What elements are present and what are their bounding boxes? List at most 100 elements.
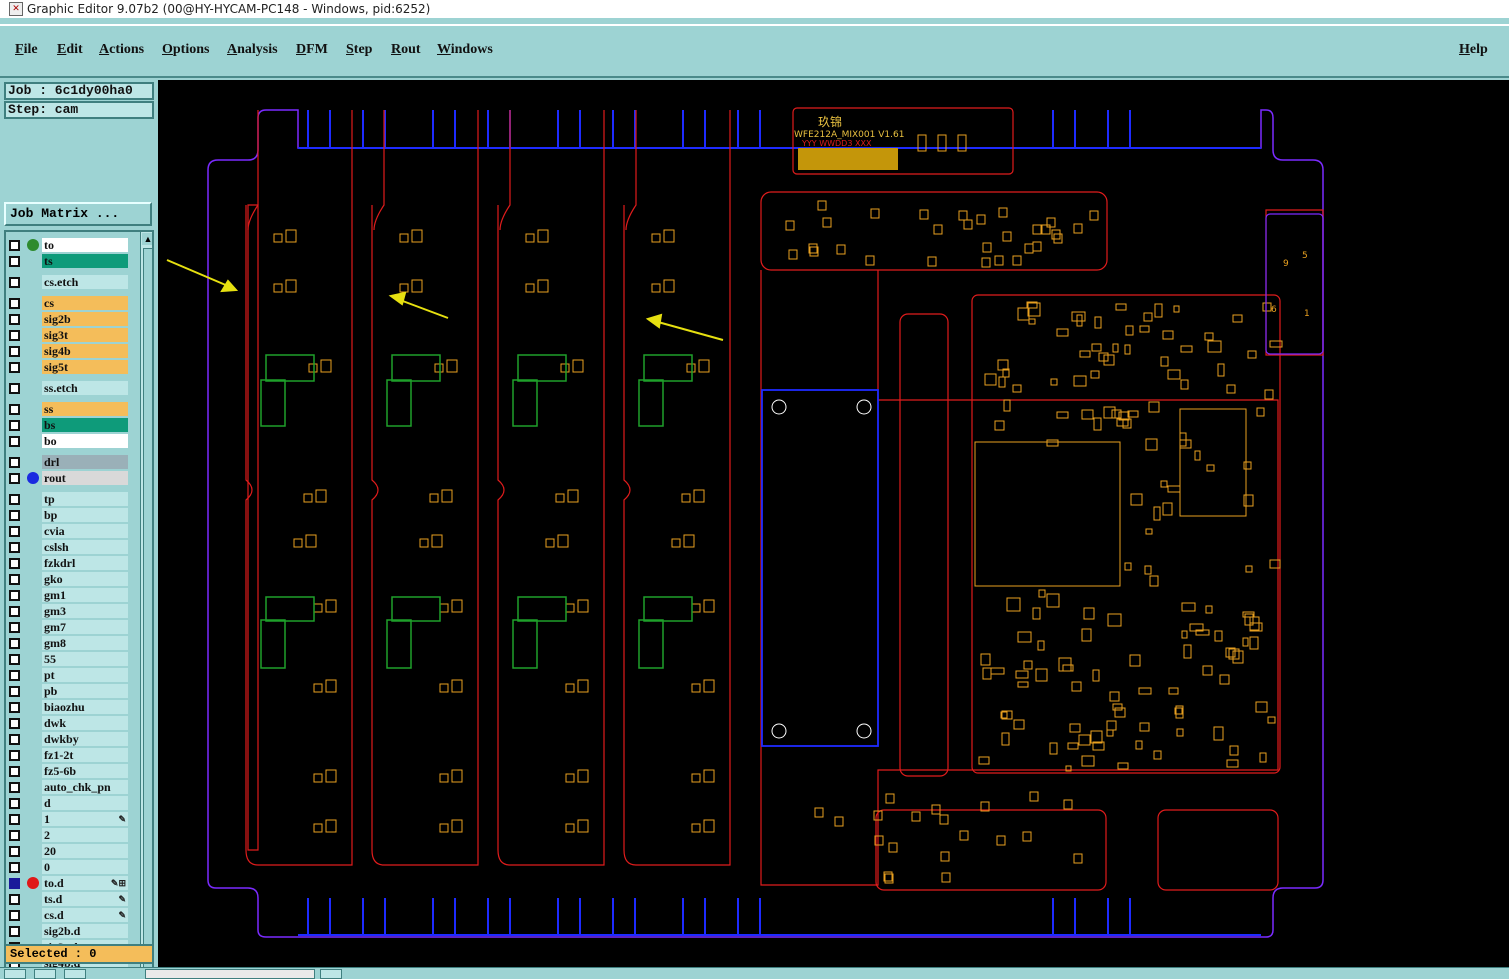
layer-name[interactable]: ss — [42, 402, 128, 416]
layer-checkbox[interactable] — [9, 606, 20, 617]
layer-checkbox[interactable] — [9, 622, 20, 633]
layer-name[interactable]: auto_chk_pn — [42, 780, 128, 794]
layer-checkbox[interactable] — [9, 330, 20, 341]
layer-checkbox[interactable] — [9, 734, 20, 745]
status-button[interactable] — [64, 969, 86, 979]
layer-name[interactable]: drl — [42, 455, 128, 469]
layer-checkbox[interactable] — [9, 782, 20, 793]
layer-row-pt[interactable]: pt — [6, 667, 134, 683]
menu-actions[interactable]: Actions — [99, 42, 145, 57]
layer-checkbox[interactable] — [9, 814, 20, 825]
layer-name[interactable]: to — [42, 238, 128, 252]
layer-checkbox[interactable] — [9, 686, 20, 697]
layer-checkbox[interactable] — [9, 862, 20, 873]
graphics-canvas[interactable]: 玖锦 WFE212A_MIX001 V1.61 YYY WWDD3 XXX 9 … — [158, 80, 1509, 967]
status-button[interactable] — [34, 969, 56, 979]
command-input[interactable] — [145, 969, 315, 979]
layer-checkbox[interactable] — [9, 510, 20, 521]
layer-row-dwkby[interactable]: dwkby — [6, 731, 134, 747]
status-button[interactable] — [4, 969, 26, 979]
job-matrix-button[interactable]: Job Matrix ... — [4, 202, 152, 226]
layer-row-auto_chk_pn[interactable]: auto_chk_pn — [6, 779, 134, 795]
layer-checkbox[interactable] — [9, 457, 20, 468]
layer-row-gm7[interactable]: gm7 — [6, 619, 134, 635]
layer-name[interactable]: sig3t — [42, 328, 128, 342]
layer-row-cvia[interactable]: cvia — [6, 523, 134, 539]
layer-name[interactable]: bo — [42, 434, 128, 448]
layer-name[interactable]: cslsh — [42, 540, 128, 554]
layer-checkbox[interactable] — [9, 766, 20, 777]
layer-row-fzkdrl[interactable]: fzkdrl — [6, 555, 134, 571]
layer-checkbox[interactable] — [9, 718, 20, 729]
scroll-thumb[interactable] — [143, 248, 152, 979]
layer-checkbox[interactable] — [9, 314, 20, 325]
layer-name[interactable]: cs.etch — [42, 275, 128, 289]
scroll-up-arrow-icon[interactable]: ▲ — [142, 233, 153, 245]
layer-row-to.d[interactable]: to.d✎⊞ — [6, 875, 134, 891]
layer-row-tp[interactable]: tp — [6, 491, 134, 507]
layer-row-dwk[interactable]: dwk — [6, 715, 134, 731]
menu-edit[interactable]: Edit — [57, 42, 83, 57]
layer-row-ts.d[interactable]: ts.d✎ — [6, 891, 134, 907]
layer-name[interactable]: cs — [42, 296, 128, 310]
layer-name[interactable]: dwkby — [42, 732, 128, 746]
layer-row-bp[interactable]: bp — [6, 507, 134, 523]
layer-name[interactable]: 0 — [42, 860, 128, 874]
layer-row-ss.etch[interactable]: ss.etch — [6, 380, 134, 396]
layer-name[interactable]: 1✎ — [42, 812, 128, 826]
layer-checkbox[interactable] — [9, 574, 20, 585]
layer-name[interactable]: tp — [42, 492, 128, 506]
layer-row-0[interactable]: 0 — [6, 859, 134, 875]
layer-row-cs.etch[interactable]: cs.etch — [6, 274, 134, 290]
layer-checkbox[interactable] — [9, 638, 20, 649]
layer-checkbox[interactable] — [9, 846, 20, 857]
layer-checkbox[interactable] — [9, 926, 20, 937]
layer-name[interactable]: fz5-6b — [42, 764, 128, 778]
layer-checkbox[interactable] — [9, 383, 20, 394]
layer-row-55[interactable]: 55 — [6, 651, 134, 667]
layer-checkbox[interactable] — [9, 830, 20, 841]
layer-checkbox[interactable] — [9, 670, 20, 681]
layer-checkbox[interactable] — [9, 910, 20, 921]
layer-checkbox[interactable] — [9, 420, 20, 431]
layer-checkbox[interactable] — [9, 590, 20, 601]
layer-checkbox[interactable] — [9, 362, 20, 373]
layer-row-gm8[interactable]: gm8 — [6, 635, 134, 651]
layer-checkbox[interactable] — [9, 346, 20, 357]
layer-row-20[interactable]: 20 — [6, 843, 134, 859]
layer-row-cs.d[interactable]: cs.d✎ — [6, 907, 134, 923]
layer-checkbox[interactable] — [9, 298, 20, 309]
layer-name[interactable]: sig2b — [42, 312, 128, 326]
layer-row-sig4b[interactable]: sig4b — [6, 343, 134, 359]
layer-checkbox[interactable] — [9, 256, 20, 267]
layer-name[interactable]: 20 — [42, 844, 128, 858]
layer-row-gko[interactable]: gko — [6, 571, 134, 587]
layer-row-cslsh[interactable]: cslsh — [6, 539, 134, 555]
layer-name[interactable]: sig2b.d — [42, 924, 128, 938]
layer-name[interactable]: ts.d✎ — [42, 892, 128, 906]
layer-checkbox[interactable] — [9, 654, 20, 665]
layer-name[interactable]: sig5t — [42, 360, 128, 374]
layer-checkbox[interactable] — [9, 702, 20, 713]
layer-checkbox[interactable] — [9, 494, 20, 505]
menu-analysis[interactable]: Analysis — [227, 42, 278, 57]
layer-row-sig3t[interactable]: sig3t — [6, 327, 134, 343]
layer-name[interactable]: gm8 — [42, 636, 128, 650]
layer-checkbox[interactable] — [9, 542, 20, 553]
layer-name[interactable]: bp — [42, 508, 128, 522]
layer-checkbox[interactable] — [9, 473, 20, 484]
menu-windows[interactable]: Windows — [437, 42, 493, 57]
layer-row-pb[interactable]: pb — [6, 683, 134, 699]
layer-row-cs[interactable]: cs — [6, 295, 134, 311]
menu-file[interactable]: File — [15, 42, 38, 57]
layer-row-ss[interactable]: ss — [6, 401, 134, 417]
layer-row-gm3[interactable]: gm3 — [6, 603, 134, 619]
layer-name[interactable]: fz1-2t — [42, 748, 128, 762]
layer-row-fz5-6b[interactable]: fz5-6b — [6, 763, 134, 779]
layer-name[interactable]: pb — [42, 684, 128, 698]
layer-name[interactable]: bs — [42, 418, 128, 432]
layer-name[interactable]: ts — [42, 254, 128, 268]
layer-row-1[interactable]: 1✎ — [6, 811, 134, 827]
layer-row-ts[interactable]: ts — [6, 253, 134, 269]
layer-name[interactable]: to.d✎⊞ — [42, 876, 128, 890]
